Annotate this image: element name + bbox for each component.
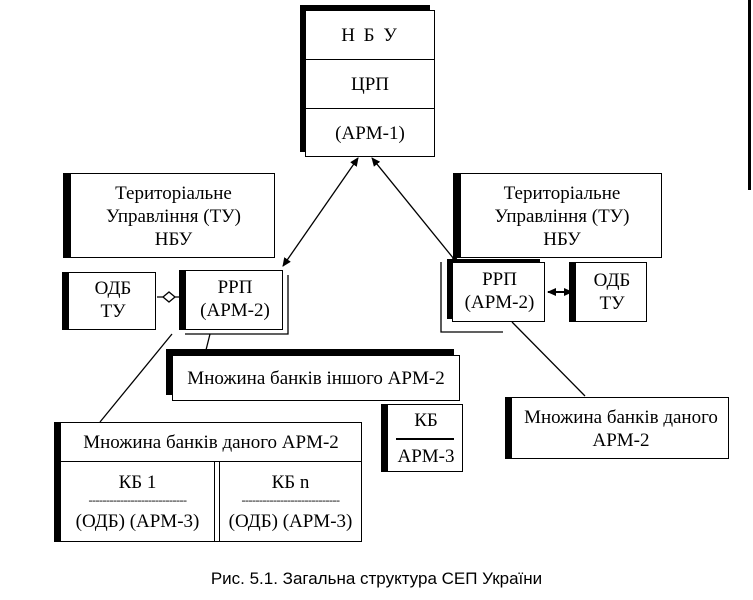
rrp-left-frame: [185, 275, 289, 335]
crp-label: ЦРП: [350, 73, 389, 95]
diamond-link-icon: [161, 291, 177, 303]
odb-left-line2: ТУ: [100, 301, 126, 322]
tu-left-line2: Управління (ТУ): [106, 206, 241, 227]
kb1-bottom: (ОДБ) (АРМ-3): [75, 511, 200, 532]
kbn-bottom: (ОДБ) (АРМ-3): [228, 511, 353, 532]
tu-right-line2: Управління (ТУ): [494, 206, 630, 227]
kb-small-top: КБ: [414, 410, 438, 431]
odb-right-box: ОДБ ТУ: [575, 262, 647, 322]
nbu-block: Н Б У ЦРП (АРМ-1): [305, 10, 435, 157]
tu-left-box: Територіальне Управління (ТУ) НБУ: [70, 173, 275, 258]
given-banks-right-line1: Множина банків даного: [524, 407, 718, 428]
odb-left-box: ОДБ ТУ: [68, 272, 156, 330]
odb-left-line1: ОДБ: [94, 278, 132, 299]
tu-right-line3: НБУ: [543, 229, 581, 250]
given-banks-right-line2: АРМ-2: [592, 430, 650, 451]
kb1-title: КБ 1: [118, 472, 157, 493]
odb-right-line1: ОДБ: [593, 270, 631, 291]
rrp-left-box: РРП (АРМ-2): [185, 270, 283, 330]
link-rrp-given-right: [511, 321, 586, 397]
figure-caption: Рис. 5.1. Загальна структура СЕП України: [210, 569, 543, 588]
given-banks-right-box: Множина банків даного АРМ-2: [511, 397, 729, 459]
given-banks-left-box: Множина банків даного АРМ-2 КБ 1 -------…: [60, 422, 362, 542]
nbu-title: Н Б У: [341, 24, 399, 46]
kb-small-bottom: АРМ-3: [397, 446, 455, 467]
rrp-right-frame: [440, 262, 503, 333]
kb1-dashes: ----------------------------: [88, 493, 187, 507]
arm1-label: (АРМ-1): [335, 122, 405, 144]
link-rrp-given-left: [99, 333, 173, 423]
given-banks-left-header: Множина банків даного АРМ-2: [83, 431, 339, 453]
odb-right-line2: ТУ: [599, 293, 625, 314]
kb-small-box: КБ АРМ-3: [387, 404, 463, 472]
kbn-dashes: ----------------------------: [241, 493, 340, 507]
kbn-title: КБ n: [271, 472, 310, 493]
arrow-nbu-rrp-right: [371, 157, 459, 265]
other-banks-box: Множина банків іншого АРМ-2: [172, 355, 460, 401]
margin-bar: [748, 0, 751, 190]
tu-left-line3: НБУ: [154, 229, 193, 250]
rrp-right-box: РРП (АРМ-2): [452, 262, 545, 322]
tu-right-box: Територіальне Управління (ТУ) НБУ: [460, 173, 662, 258]
rrp-right-line2: (АРМ-2): [464, 292, 535, 313]
rrp-right-line1: РРП: [482, 269, 517, 290]
tu-left-line1: Територіальне: [115, 183, 232, 204]
tu-right-line1: Територіальне: [503, 183, 621, 204]
rrp-left-line1: РРП: [217, 277, 253, 298]
link-rrp-other: [205, 333, 211, 351]
rrp-left-line2: (АРМ-2): [200, 300, 270, 321]
arrow-nbu-rrp-left: [282, 157, 359, 267]
other-banks-label: Множина банків іншого АРМ-2: [187, 367, 445, 389]
